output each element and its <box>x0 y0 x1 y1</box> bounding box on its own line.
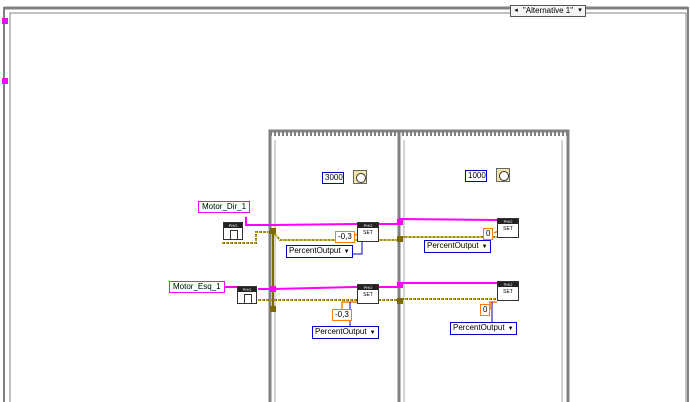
property-header: PHO <box>358 285 378 290</box>
enum-text: PercentOutput <box>315 327 367 336</box>
next-case-arrow-icon[interactable]: ▾ <box>578 7 582 14</box>
motor-esq-label[interactable]: Motor_Esq_1 <box>169 281 225 293</box>
set-property-icon[interactable]: PHO SET <box>357 222 379 242</box>
set-property-icon[interactable]: PHO SET <box>497 218 519 238</box>
motor-dir-label[interactable]: Motor_Dir_1 <box>198 201 251 213</box>
property-set-text: SET <box>503 226 513 232</box>
frame1-esq-mode-enum[interactable]: PercentOutput▼ <box>312 326 379 339</box>
frame1-dir-value[interactable]: -0,3 <box>335 231 355 243</box>
refnum-dir-node[interactable]: PHO <box>223 222 243 240</box>
property-header: PHO <box>498 282 518 287</box>
property-header: PHO <box>498 219 518 224</box>
refnum-icon <box>244 294 252 304</box>
property-set-text: SET <box>363 230 373 236</box>
frame1-dir-mode-enum[interactable]: PercentOutput▼ <box>286 245 353 258</box>
enum-text: PercentOutput <box>453 323 505 332</box>
property-set-text: SET <box>503 289 513 295</box>
dropdown-arrow-icon[interactable]: ▼ <box>507 326 514 332</box>
property-header: PHO <box>358 223 378 228</box>
refnum-header: PHO <box>224 223 242 228</box>
frame1-esq-value[interactable]: -0,3 <box>332 309 352 321</box>
frame2-esq-mode-enum[interactable]: PercentOutput▼ <box>450 322 517 335</box>
case-selector-value: "Alternative 1" <box>522 6 574 15</box>
case-selector[interactable]: ◂ "Alternative 1" ▾ <box>510 5 586 17</box>
enum-text: PercentOutput <box>289 246 341 255</box>
dropdown-arrow-icon[interactable]: ▼ <box>343 249 350 255</box>
refnum-header: PHO <box>238 287 256 292</box>
frame1-wait-ms-constant[interactable]: 3000 <box>322 172 344 184</box>
wait-icon[interactable] <box>496 168 510 182</box>
set-property-icon[interactable]: PHO SET <box>357 284 379 304</box>
enum-text: PercentOutput <box>427 241 479 250</box>
property-set-text: SET <box>363 292 373 298</box>
frame2-esq-value[interactable]: 0 <box>480 304 491 316</box>
frame2-dir-value[interactable]: 0 <box>483 228 494 240</box>
wait-icon[interactable] <box>353 170 367 184</box>
dropdown-arrow-icon[interactable]: ▼ <box>481 244 488 250</box>
prev-case-arrow-icon[interactable]: ◂ <box>514 7 518 14</box>
refnum-esq-node[interactable]: PHO <box>237 286 257 304</box>
refnum-icon <box>230 230 238 240</box>
frame2-dir-mode-enum[interactable]: PercentOutput▼ <box>424 240 491 253</box>
dropdown-arrow-icon[interactable]: ▼ <box>369 330 376 336</box>
frame2-wait-ms-constant[interactable]: 1000 <box>465 170 487 182</box>
set-property-icon[interactable]: PHO SET <box>497 281 519 301</box>
